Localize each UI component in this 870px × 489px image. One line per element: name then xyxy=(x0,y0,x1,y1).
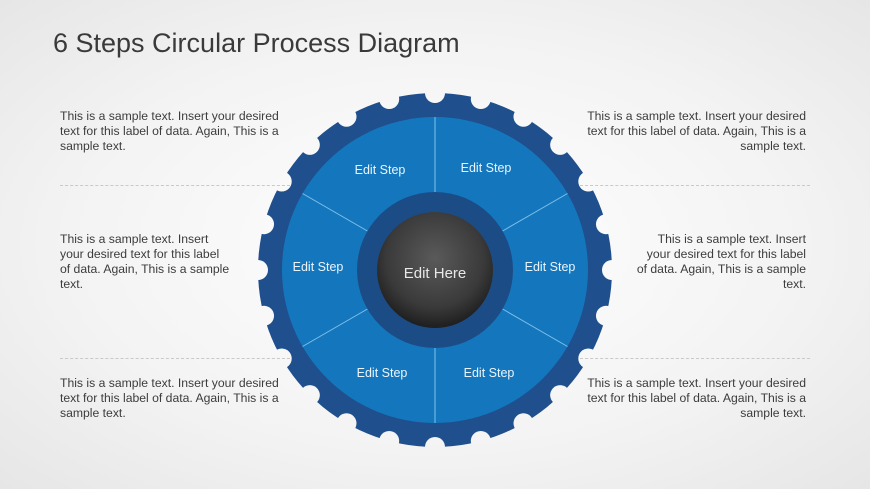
segment-divider xyxy=(502,308,568,347)
step-label-1[interactable]: Edit Step xyxy=(461,161,512,175)
description-right-middle: This is a sample text. Insert your desir… xyxy=(636,232,806,291)
description-right-bottom: This is a sample text. Insert your desir… xyxy=(587,376,806,420)
segment-divider xyxy=(302,308,368,347)
step-label-2[interactable]: Edit Step xyxy=(525,260,576,274)
divider-line xyxy=(60,358,290,359)
slide-title: 6 Steps Circular Process Diagram xyxy=(53,28,460,58)
divider-line xyxy=(580,185,810,186)
divider-line xyxy=(580,358,810,359)
description-left-bottom: This is a sample text. Insert your desir… xyxy=(60,376,279,420)
divider-line xyxy=(60,185,290,186)
segment-divider xyxy=(502,193,568,232)
step-label-3[interactable]: Edit Step xyxy=(464,366,515,380)
description-left-middle: This is a sample text. Insert your desir… xyxy=(60,232,230,291)
step-label-6[interactable]: Edit Step xyxy=(355,163,406,177)
step-label-5[interactable]: Edit Step xyxy=(293,260,344,274)
description-right-top: This is a sample text. Insert your desir… xyxy=(587,109,806,153)
center-hub[interactable] xyxy=(377,212,493,328)
center-label[interactable]: Edit Here xyxy=(404,265,467,282)
description-left-top: This is a sample text. Insert your desir… xyxy=(60,109,279,153)
step-label-4[interactable]: Edit Step xyxy=(357,366,408,380)
segment-divider xyxy=(302,193,368,232)
